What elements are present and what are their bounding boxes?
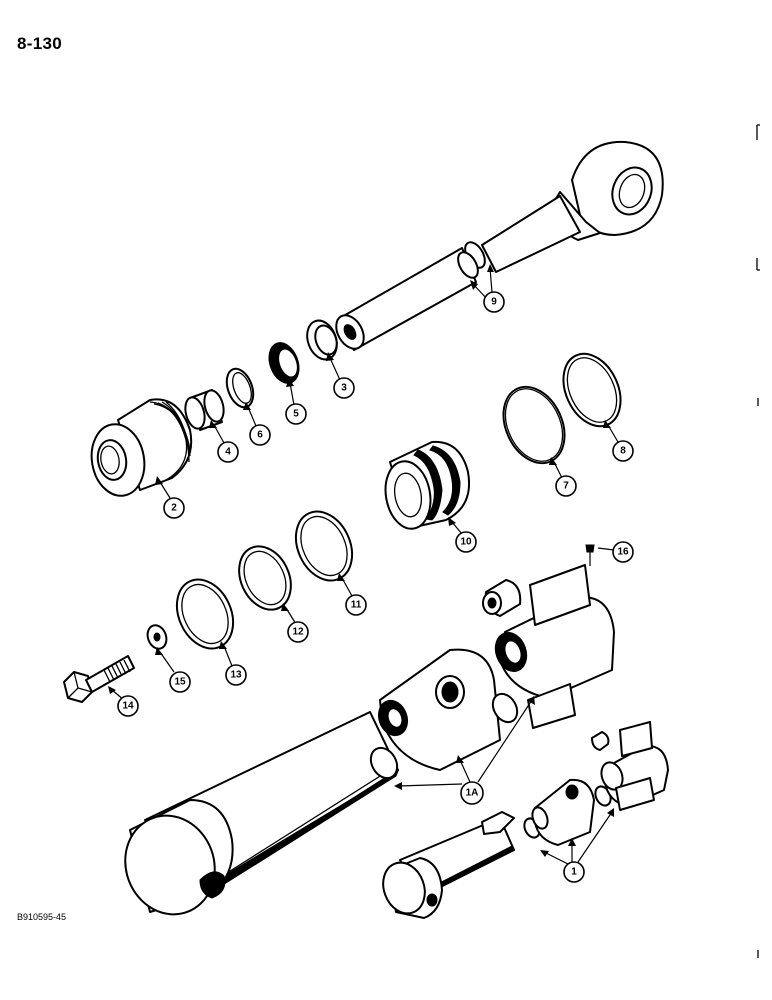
svg-text:6: 6 — [257, 430, 263, 441]
svg-text:14: 14 — [122, 701, 134, 712]
wear-ring-11 — [294, 510, 354, 582]
callout-16: 16 — [612, 541, 634, 563]
callout-6: 6 — [249, 424, 271, 446]
scan-edge-marks — [756, 124, 760, 958]
callout-15: 15 — [169, 671, 191, 693]
bushing — [184, 389, 225, 431]
callout-7: 7 — [555, 475, 577, 497]
grease-fitting — [585, 544, 595, 566]
svg-text:2: 2 — [171, 503, 177, 514]
wiper-ring — [268, 342, 300, 384]
svg-text:8: 8 — [620, 446, 626, 457]
svg-text:4: 4 — [225, 447, 231, 458]
callout-10: 10 — [455, 531, 477, 553]
callout-14: 14 — [117, 695, 139, 717]
cylinder-tube-large — [124, 564, 615, 916]
leader-lines — [108, 264, 619, 865]
callout-2: 2 — [163, 497, 185, 519]
svg-text:10: 10 — [460, 537, 472, 548]
callout-9: 9 — [483, 291, 505, 313]
page-number: 8-130 — [17, 34, 62, 53]
o-ring-7 — [502, 385, 566, 465]
callout-11: 11 — [345, 594, 367, 616]
callout-4: 4 — [217, 441, 239, 463]
o-ring-small — [225, 367, 255, 409]
svg-text:1: 1 — [571, 867, 577, 878]
callout-1: 1 — [563, 861, 585, 883]
callout-1A: 1A — [460, 781, 484, 805]
svg-text:7: 7 — [563, 481, 569, 492]
drawing-code: B910595-45 — [17, 912, 67, 922]
callout-5: 5 — [285, 403, 307, 425]
svg-text:9: 9 — [491, 297, 497, 308]
svg-text:13: 13 — [230, 670, 242, 681]
piston — [384, 440, 470, 530]
callout-3: 3 — [333, 377, 355, 399]
svg-text:12: 12 — [292, 627, 304, 638]
svg-text:1A: 1A — [466, 788, 479, 799]
callout-13: 13 — [225, 664, 247, 686]
cylinder-tube-small — [382, 721, 669, 919]
svg-text:15: 15 — [174, 677, 186, 688]
callout-8: 8 — [612, 440, 634, 462]
rod-seal — [306, 319, 338, 361]
piston-bolt — [63, 655, 135, 703]
cylinder-head — [90, 398, 193, 497]
svg-text:11: 11 — [351, 600, 362, 611]
svg-text:3: 3 — [341, 383, 347, 394]
svg-text:5: 5 — [293, 409, 299, 420]
seal-ring-12 — [238, 545, 292, 611]
svg-text:16: 16 — [617, 547, 629, 558]
wear-ring-13 — [175, 578, 235, 650]
piston-rod — [335, 140, 664, 351]
callout-12: 12 — [287, 621, 309, 643]
backup-ring-8 — [562, 352, 622, 428]
washer-15 — [146, 624, 168, 650]
